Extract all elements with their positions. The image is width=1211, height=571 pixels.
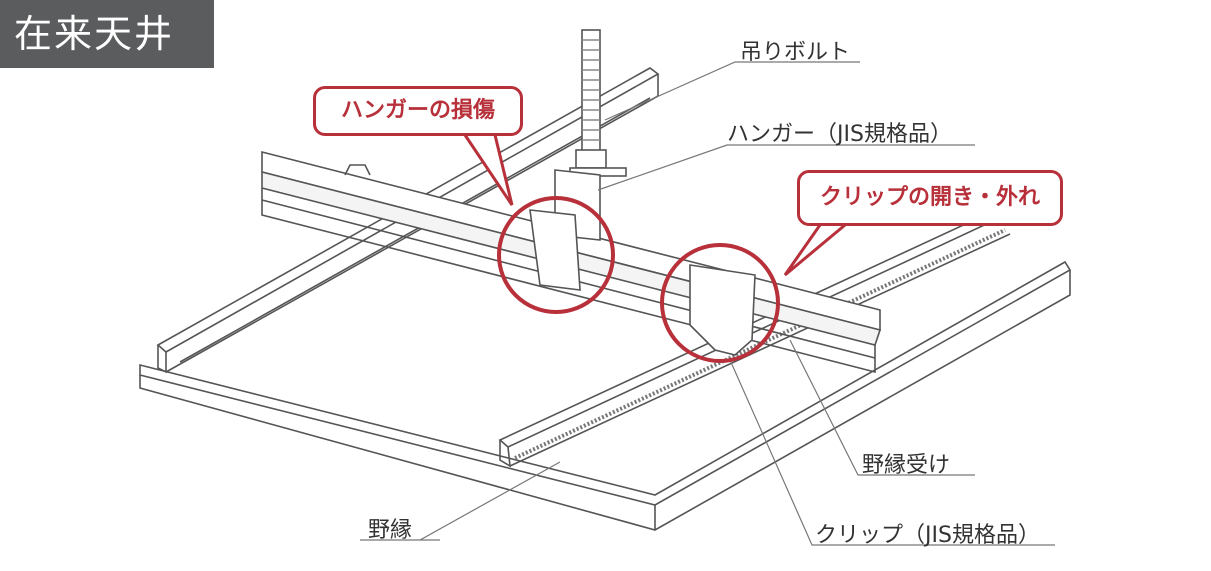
hanger [529, 169, 601, 291]
hanger-damage-circle [497, 196, 615, 314]
leader-lines [360, 61, 1055, 546]
ceiling-board [139, 260, 1072, 531]
label-hanger: ハンガー（JIS規格品） [727, 122, 952, 147]
label-nobuchi: 野縁 [368, 518, 413, 543]
label-nobuchi-uke: 野縁受け [862, 453, 951, 478]
callout-tails [463, 134, 846, 277]
highlight-circles [497, 196, 780, 363]
callout-hanger-damage: ハンガーの損傷 [313, 86, 523, 136]
clip [689, 264, 756, 356]
label-hanging-bolt: 吊りボルト [740, 40, 851, 65]
label-clip: クリップ（JIS規格品） [815, 523, 1040, 548]
diagram-title: 在来天井 [0, 0, 214, 68]
callout-clip-open: クリップの開き・外れ [797, 170, 1063, 226]
hanging-bolt [569, 29, 627, 177]
clip-open-circle [660, 243, 780, 363]
